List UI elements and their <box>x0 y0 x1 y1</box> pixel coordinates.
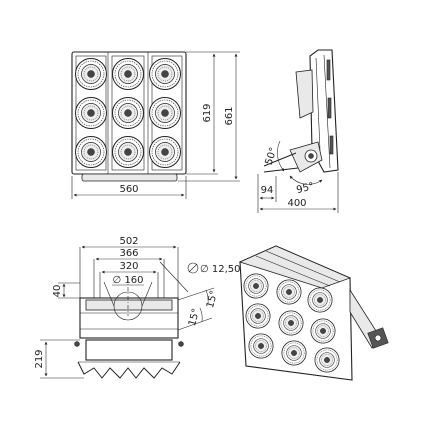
hole-label: ∅ 160 <box>113 275 144 286</box>
side-view: 50° 95° 94 400 <box>257 49 339 213</box>
bolt-callout-circle <box>187 262 199 274</box>
side-pivot-inner <box>308 153 314 159</box>
offset-label: 40 <box>52 285 63 298</box>
angle-upper-label: 15° <box>205 289 220 309</box>
height-outer-dimension-label: 661 <box>224 106 235 125</box>
tilt-down-label: 95° <box>295 181 315 196</box>
iso-bracket-bolt <box>374 334 382 342</box>
height-inner-dimension-label: 619 <box>202 103 213 122</box>
bottom-driver-box <box>85 339 173 361</box>
bottom-handle-right <box>178 341 184 347</box>
iso-top-fins <box>255 250 341 287</box>
front-mounting-bracket <box>81 173 178 182</box>
side-fin-2 <box>327 97 332 119</box>
angle-lower-arc <box>199 307 203 323</box>
bracket-inner-label: 320 <box>119 261 138 272</box>
bolt-label: ∅ 12,50 <box>200 264 241 275</box>
bottom-handle-left <box>74 341 80 347</box>
tilt-up-label: 50° <box>264 146 280 166</box>
side-fin-3 <box>329 135 334 155</box>
tilt-down-arc <box>289 175 323 185</box>
depth-dimension-label: 400 <box>287 198 306 209</box>
width-dimension-label: 560 <box>119 184 138 195</box>
bracket-mid-label: 366 <box>119 248 138 259</box>
side-rear-bracket <box>295 69 314 119</box>
bracket-dimension-label: 94 <box>261 185 274 196</box>
iso-lamp-array <box>243 273 340 373</box>
front-view: 560 619 661 <box>71 51 240 199</box>
angle-lower-label: 15° <box>187 307 202 327</box>
bottom-depth-label: 219 <box>34 349 45 368</box>
iso-top-face <box>238 245 352 289</box>
bracket-outer-label: 502 <box>119 236 138 247</box>
isometric-view <box>238 245 389 381</box>
front-lamp-array <box>75 58 181 168</box>
bottom-bracket-plate <box>85 299 173 311</box>
bottom-lamp-profile <box>77 361 181 379</box>
bottom-view: 502 366 320 ∅ 160 ∅ 12,50 15° 15° 40 219 <box>34 236 241 379</box>
angle-upper-arc <box>205 289 209 305</box>
side-fin-1 <box>326 59 331 81</box>
tilt-up-arc <box>277 140 285 172</box>
side-tilt-ray-lower <box>263 167 299 173</box>
side-tilt-ray-upper <box>263 152 297 167</box>
